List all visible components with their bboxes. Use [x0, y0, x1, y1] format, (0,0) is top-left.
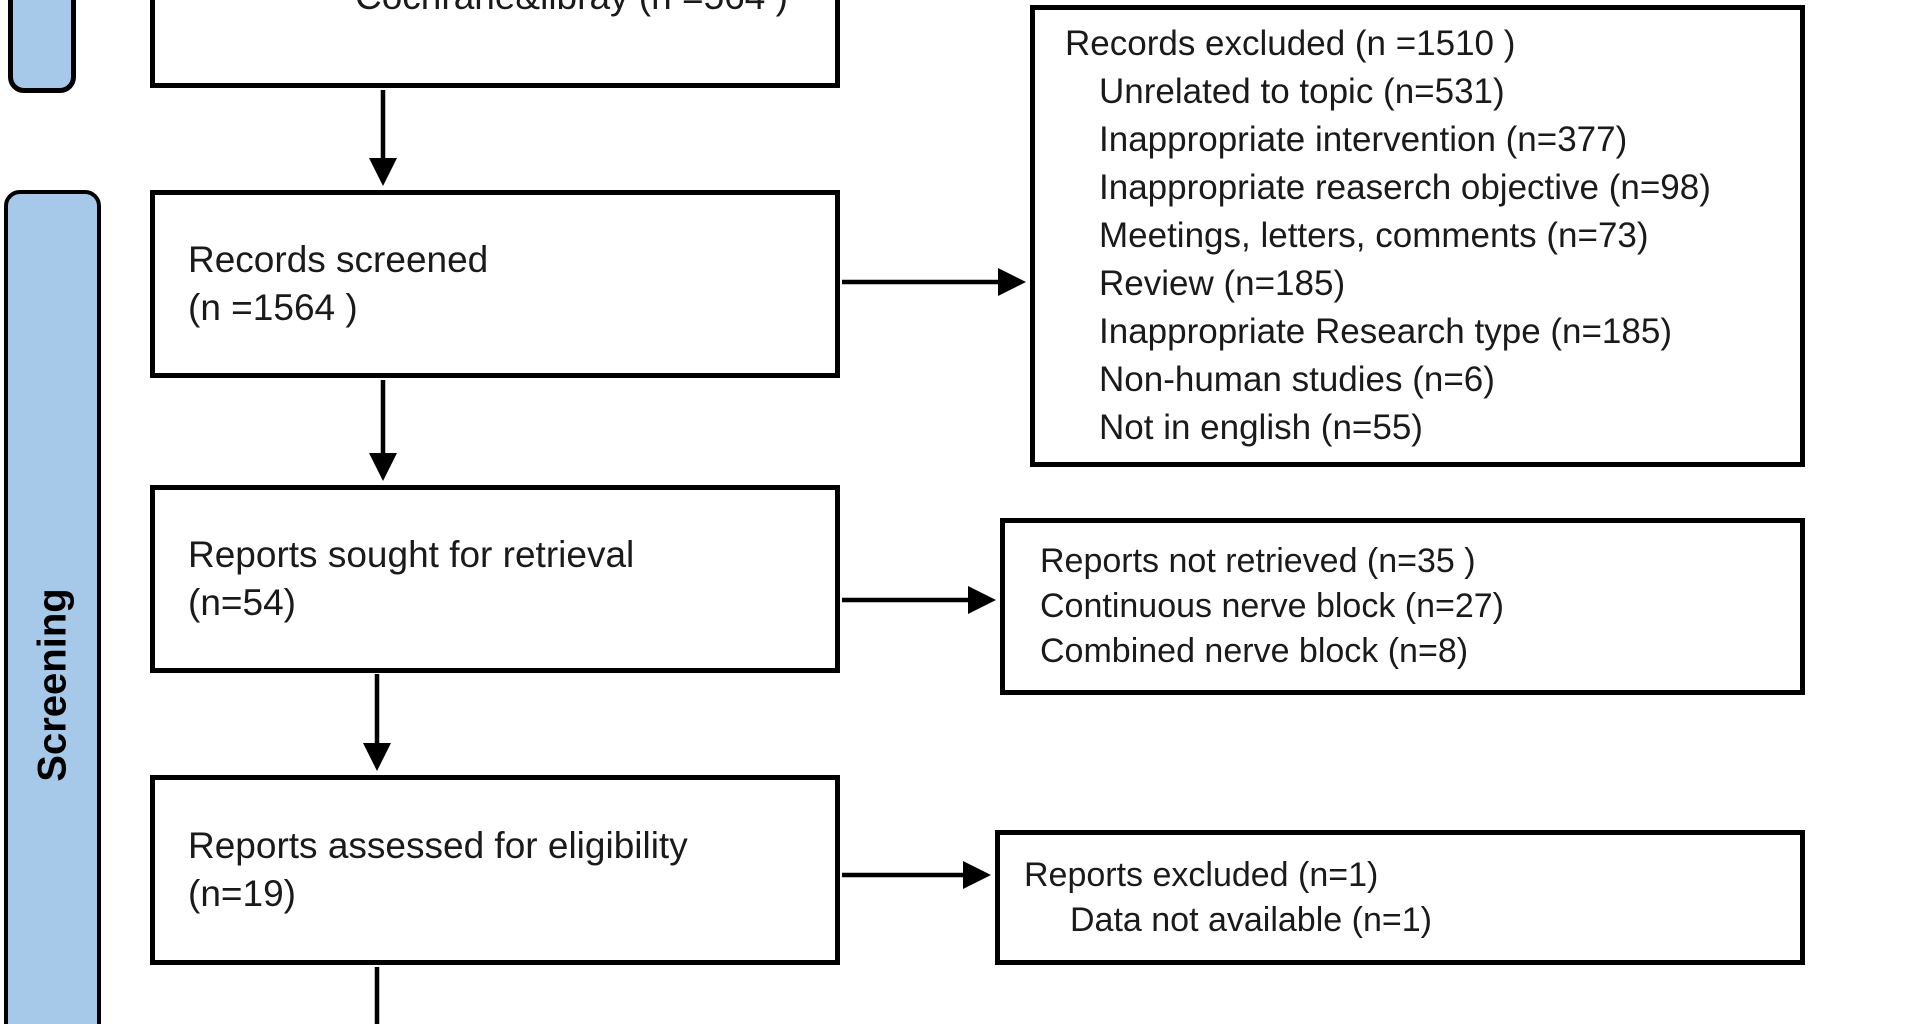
records-excluded-title: Records excluded (n =1510 )	[1065, 24, 1516, 63]
excluded-reason-language: Not in english (n=55)	[1099, 408, 1423, 447]
excluded-reason-intervention: Inappropriate intervention (n=377)	[1099, 120, 1628, 159]
box-reports-assessed: Reports assessed for eligibility (n=19)	[150, 775, 840, 965]
screening-band-label: Screening	[30, 588, 74, 782]
not-retrieved-combined: Combined nerve block (n=8)	[1040, 632, 1469, 670]
box-reports-sought: Reports sought for retrieval (n=54)	[150, 485, 840, 673]
reports-excluded-title: Reports excluded (n=1)	[1024, 855, 1379, 894]
arrow-assessed-to-reports-excluded	[842, 861, 991, 889]
excluded-reason-meetings: Meetings, letters, comments (n=73)	[1099, 216, 1649, 255]
box-records-screened: Records screened (n =1564 )	[150, 190, 840, 378]
excluded-reason-review: Review (n=185)	[1099, 264, 1346, 303]
identification-band	[8, 0, 76, 93]
reports-assessed-count: (n=19)	[188, 873, 296, 914]
arrow-screened-to-excluded	[842, 268, 1026, 296]
box-records-excluded: Records excluded (n =1510 ) Unrelated to…	[1030, 5, 1805, 467]
box-reports-excluded: Reports excluded (n=1) Data not availabl…	[995, 830, 1805, 965]
reports-sought-count: (n=54)	[188, 582, 296, 623]
excluded-reason-objective: Inappropriate reaserch objective (n=98)	[1099, 168, 1711, 207]
reports-sought-line: Reports sought for retrieval	[188, 534, 635, 575]
excluded-reason-research-type: Inappropriate Research type (n=185)	[1099, 312, 1672, 351]
reports-excluded-data: Data not available (n=1)	[1070, 900, 1432, 939]
screening-band: Screening	[4, 190, 101, 1024]
arrow-sought-to-assessed	[363, 674, 391, 771]
records-screened-count: (n =1564 )	[188, 287, 358, 328]
records-identified-line: Cochrane&libray (n =564 )	[355, 0, 788, 21]
box-reports-not-retrieved: Reports not retrieved (n=35 ) Continuous…	[1000, 518, 1805, 695]
box-records-identified: Cochrane&libray (n =564 )	[150, 0, 840, 88]
records-screened-line: Records screened	[188, 239, 489, 280]
not-retrieved-title: Reports not retrieved (n=35 )	[1040, 542, 1476, 580]
excluded-reason-unrelated: Unrelated to topic (n=531)	[1099, 72, 1505, 111]
arrow-screened-to-sought	[369, 380, 397, 481]
arrow-identified-to-screened	[369, 90, 397, 186]
not-retrieved-continuous: Continuous nerve block (n=27)	[1040, 587, 1504, 625]
excluded-reason-non-human: Non-human studies (n=6)	[1099, 360, 1495, 399]
reports-assessed-line: Reports assessed for eligibility	[188, 825, 688, 866]
arrow-sought-to-not-retrieved	[842, 586, 996, 614]
